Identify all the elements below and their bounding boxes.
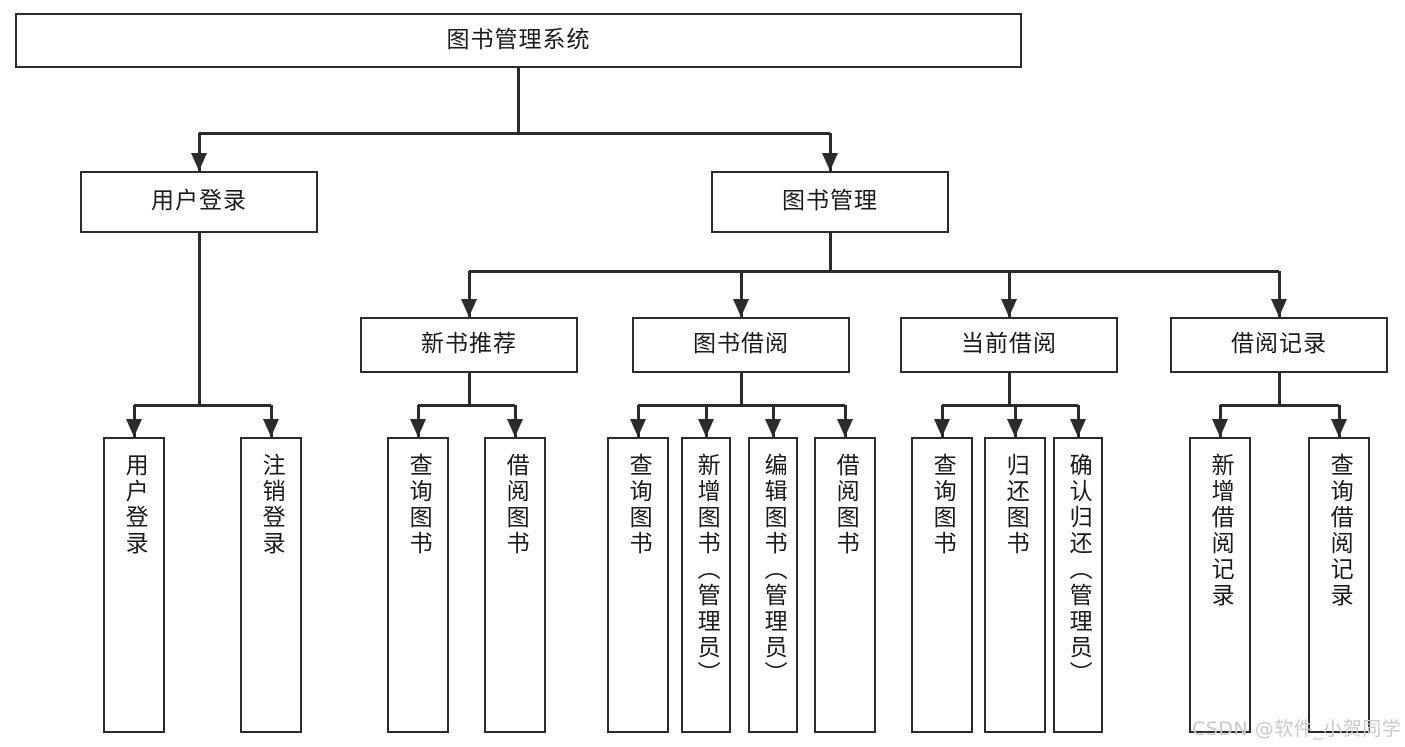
connector-bus <box>199 131 830 135</box>
arrow-head-icon <box>733 299 749 317</box>
node-label: 用户登录 <box>151 188 247 215</box>
connector-stem <box>517 68 520 133</box>
arrow-head-icon <box>1331 419 1347 437</box>
node-label: 当前借阅 <box>961 331 1057 358</box>
leaf-node[interactable]: 借阅图书 <box>484 437 546 733</box>
connector-bus <box>469 269 1279 273</box>
leaf-node[interactable]: 查询借阅记录 <box>1308 437 1370 733</box>
leaf-label: 注销登录 <box>258 453 285 557</box>
node-borrow-record[interactable]: 借阅记录 <box>1170 317 1388 373</box>
arrow-head-icon <box>410 419 426 437</box>
csdn-watermark: CSDN @软件_小贺同学 <box>1192 718 1402 740</box>
connector-stem <box>739 373 743 405</box>
leaf-node[interactable]: 归还图书 <box>984 437 1046 733</box>
leaf-label: 确认归还（管理员） <box>1065 453 1092 687</box>
arrow-head-icon <box>263 419 279 437</box>
leaf-label: 借阅图书 <box>832 453 859 557</box>
arrow-head-icon <box>765 419 781 437</box>
arrow-head-icon <box>1271 299 1287 317</box>
node-book-management[interactable]: 图书管理 <box>711 171 949 233</box>
connector-drop <box>1007 271 1011 317</box>
leaf-node[interactable]: 借阅图书 <box>814 437 876 733</box>
connector-bus <box>942 403 1078 407</box>
node-label: 图书管理系统 <box>446 26 591 53</box>
connector-drop <box>739 271 743 317</box>
node-current-borrow[interactable]: 当前借阅 <box>900 317 1118 373</box>
connector-bus <box>638 403 845 407</box>
leaf-node[interactable]: 注销登录 <box>240 437 302 733</box>
node-root-system[interactable]: 图书管理系统 <box>15 13 1022 68</box>
leaf-label: 查询图书 <box>405 453 432 557</box>
connector-bus <box>134 403 271 407</box>
arrow-head-icon <box>461 299 477 317</box>
leaf-node[interactable]: 新增图书（管理员） <box>681 437 731 733</box>
arrow-head-icon <box>934 419 950 437</box>
leaf-node[interactable]: 编辑图书（管理员） <box>748 437 798 733</box>
arrow-head-icon <box>698 419 714 437</box>
leaf-label: 查询图书 <box>929 453 956 557</box>
connector-drop <box>1277 271 1281 317</box>
leaf-label: 新增图书（管理员） <box>693 453 720 687</box>
connector-stem <box>467 373 471 405</box>
arrow-head-icon <box>837 419 853 437</box>
arrow-head-icon <box>1070 419 1086 437</box>
leaf-label: 查询图书 <box>625 453 652 557</box>
node-label: 借阅记录 <box>1231 331 1327 358</box>
leaf-label: 归还图书 <box>1002 453 1029 557</box>
leaf-node[interactable]: 查询图书 <box>911 437 973 733</box>
arrow-head-icon <box>191 153 207 171</box>
connector-bus <box>418 403 515 407</box>
leaf-label: 用户登录 <box>121 453 148 557</box>
leaf-node[interactable]: 用户登录 <box>103 437 165 733</box>
arrow-head-icon <box>1001 299 1017 317</box>
leaf-label: 新增借阅记录 <box>1207 453 1234 609</box>
connector-stem <box>197 233 201 405</box>
connector-bus <box>1220 403 1339 407</box>
connector-stem <box>1277 373 1281 405</box>
node-user-login[interactable]: 用户登录 <box>80 171 318 233</box>
leaf-node[interactable]: 新增借阅记录 <box>1189 437 1251 733</box>
leaf-label: 查询借阅记录 <box>1326 453 1353 609</box>
connector-drop <box>467 271 471 317</box>
node-book-borrow[interactable]: 图书借阅 <box>632 317 850 373</box>
node-label: 新书推荐 <box>421 331 517 358</box>
leaf-node[interactable]: 查询图书 <box>607 437 669 733</box>
arrow-head-icon <box>630 419 646 437</box>
leaf-node[interactable]: 确认归还（管理员） <box>1053 437 1103 733</box>
leaf-label: 借阅图书 <box>502 453 529 557</box>
arrow-head-icon <box>1212 419 1228 437</box>
arrow-head-icon <box>126 419 142 437</box>
arrow-head-icon <box>507 419 523 437</box>
node-label: 图书管理 <box>782 188 878 215</box>
leaf-label: 编辑图书（管理员） <box>760 453 787 687</box>
node-new-book-recommend[interactable]: 新书推荐 <box>360 317 578 373</box>
connector-stem <box>1007 373 1011 405</box>
connector-drop <box>197 133 201 171</box>
connector-drop <box>828 133 832 171</box>
node-label: 图书借阅 <box>693 331 789 358</box>
leaf-node[interactable]: 查询图书 <box>387 437 449 733</box>
connector-stem <box>828 233 832 271</box>
arrow-head-icon <box>1007 419 1023 437</box>
arrow-head-icon <box>822 153 838 171</box>
